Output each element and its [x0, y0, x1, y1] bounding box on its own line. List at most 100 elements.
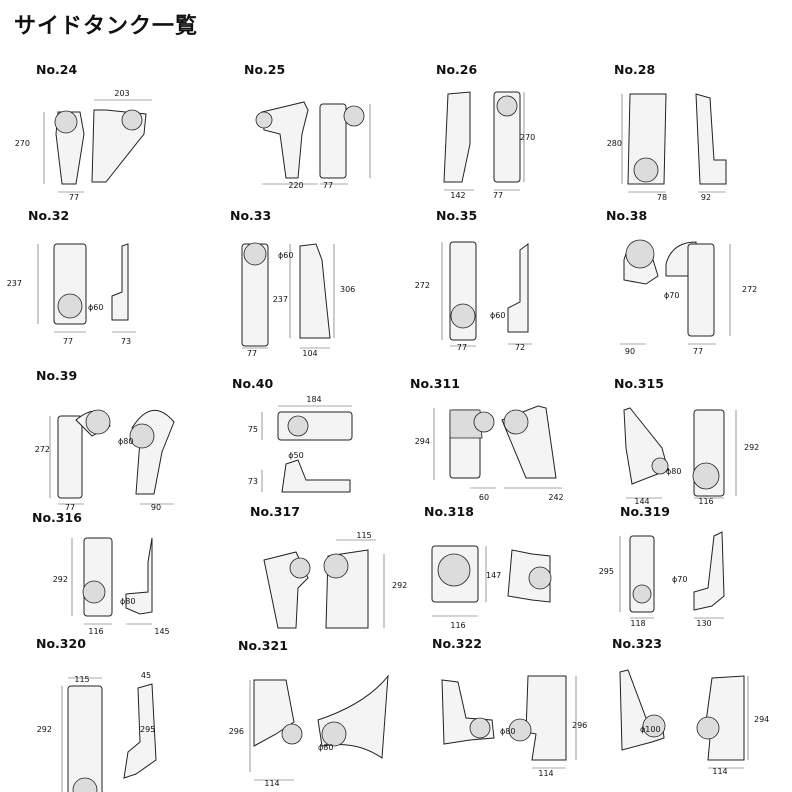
dimension-label: 296 [229, 727, 244, 736]
tank-item-no24: No.24 203 270 77 [15, 62, 226, 202]
tank-shape [441, 675, 577, 769]
dimension-label: ϕ80 [120, 597, 135, 606]
dimension-label: 280 [607, 139, 622, 148]
dimension-label: 77 [247, 349, 257, 358]
dimension-label: 220 [288, 181, 303, 190]
dimension-label: 77 [457, 343, 467, 352]
dimension-label: 77 [63, 337, 73, 346]
tank-model-number: No.315 [614, 376, 664, 391]
dimension-label: 142 [450, 191, 465, 200]
tank-shape [620, 239, 731, 345]
tank-shape [619, 531, 725, 619]
tank-shape [623, 407, 737, 499]
tank-item-no317: No.317 115 292 [250, 504, 440, 630]
tank-model-number: No.321 [238, 638, 288, 653]
dimension-label: 75 [248, 425, 258, 434]
dimension-label: ϕ80 [500, 727, 515, 736]
dimension-label: 272 [415, 281, 430, 290]
dimension-label: 145 [154, 627, 169, 636]
dimension-label: 77 [693, 347, 703, 356]
dimension-label: 115 [356, 531, 371, 540]
dimension-label: ϕ60 [88, 303, 103, 312]
dimension-label: 114 [264, 779, 279, 788]
dimension-label: 237 [273, 295, 288, 304]
tank-model-number: No.32 [28, 208, 70, 223]
dimension-label: 77 [323, 181, 333, 190]
tank-shape [433, 405, 562, 489]
tank-model-number: No.316 [32, 510, 82, 525]
tank-item-no25: No.25 220 77 [244, 62, 434, 190]
dimension-label: 184 [306, 395, 321, 404]
tank-model-number: No.38 [606, 208, 648, 223]
dimension-label: 237 [7, 279, 22, 288]
dimension-label: ϕ80 [118, 437, 133, 446]
tank-model-number: No.322 [432, 636, 482, 651]
dimension-label: 144 [634, 497, 649, 506]
tank-shape [261, 405, 353, 493]
dimension-label: 292 [37, 725, 52, 734]
dimension-label: 130 [696, 619, 711, 628]
dimension-label: 292 [392, 581, 407, 590]
dimension-label: 270 [520, 133, 535, 142]
tank-shape [37, 243, 136, 333]
dimension-label: 294 [415, 437, 430, 446]
page-title: サイドタンク一覧 [14, 14, 199, 39]
dimension-label: 270 [15, 139, 30, 148]
dimension-label: 114 [712, 767, 727, 776]
tank-shape [621, 93, 727, 193]
dimension-label: 92 [701, 193, 711, 202]
tank-model-number: No.317 [250, 504, 300, 519]
tank-shape [255, 101, 371, 185]
dimension-label: 306 [340, 285, 355, 294]
tank-shape [441, 241, 532, 347]
tank-shape [49, 409, 175, 505]
tank-drawing: 115 292 [263, 531, 407, 629]
tank-shape [619, 669, 749, 769]
tank-shape [443, 91, 525, 191]
tank-model-number: No.25 [244, 62, 286, 77]
tank-drawing: 280 78 92 [607, 93, 727, 202]
dimension-label: 45 [141, 671, 151, 680]
tank-model-number: No.39 [36, 368, 78, 383]
tank-drawing: 11545292295105 [37, 671, 157, 792]
tank-model-number: No.318 [424, 504, 474, 519]
dimension-label: 78 [657, 193, 667, 202]
dimension-label: 147 [486, 571, 501, 580]
dimension-label: 272 [742, 285, 757, 294]
dimension-label: 295 [599, 567, 614, 576]
dimension-label: 104 [302, 349, 317, 358]
tank-shape [249, 674, 389, 781]
dimension-label: 77 [69, 193, 79, 202]
dimension-label: 294 [754, 715, 769, 724]
dimension-label: 116 [88, 627, 103, 636]
tank-shape [241, 242, 335, 349]
dimension-label: 118 [630, 619, 645, 628]
tank-model-number: No.24 [36, 62, 78, 77]
tank-model-number: No.320 [36, 636, 86, 651]
dimension-label: 203 [114, 89, 129, 98]
tank-shape [71, 537, 153, 625]
tank-shape [43, 99, 152, 193]
tank-model-number: No.26 [436, 62, 478, 77]
tank-item-no320: No.32011545292295105 [36, 636, 226, 792]
dimension-label: 292 [53, 575, 68, 584]
tank-model-number: No.323 [612, 636, 662, 651]
tank-model-number: No.311 [410, 376, 460, 391]
